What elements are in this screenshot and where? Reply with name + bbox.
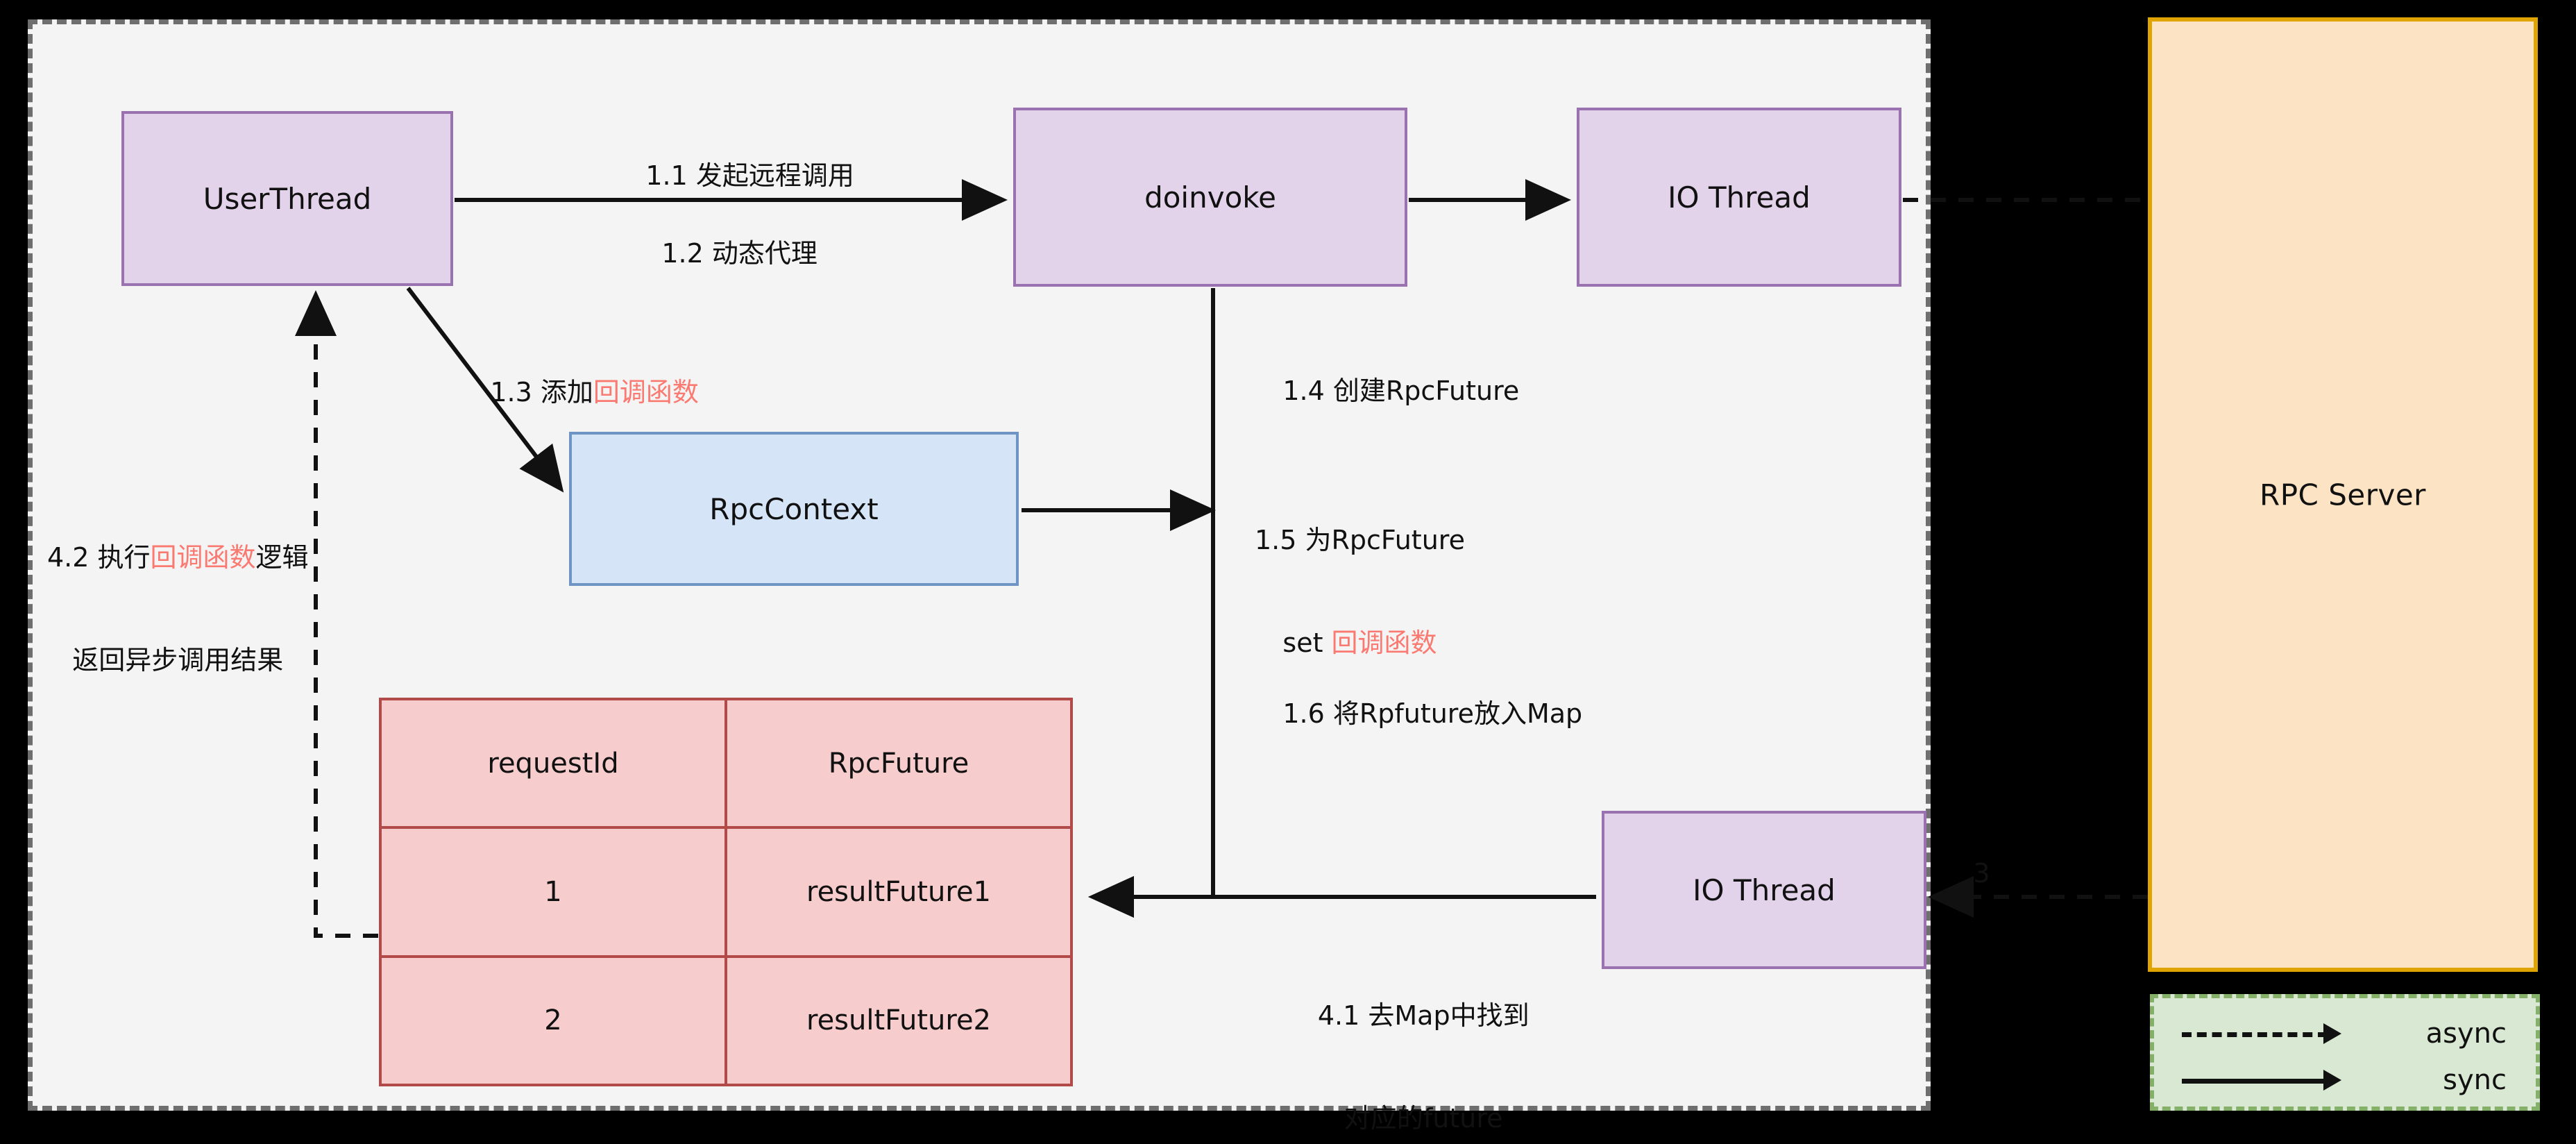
node-rpc-server[interactable]: RPC Server <box>2148 17 2538 972</box>
label-step-1-1: 1.1 发起远程调用 <box>612 125 854 228</box>
label-step-3-text: 3 <box>1973 858 1990 889</box>
label-step-1-2-text: 1.2 动态代理 <box>661 238 817 269</box>
dashed-arrow-icon <box>2182 1023 2341 1044</box>
label-step-1-5-line2: set 回调函数 <box>1255 626 1465 660</box>
node-iothread-top[interactable]: IO Thread <box>1577 108 1901 287</box>
label-step-4-1-line1: 4.1 去Map中找到 <box>1317 1000 1530 1031</box>
node-rpccontext-label: RpcContext <box>709 491 879 526</box>
label-step-4-2-line1-highlight: 回调函数 <box>150 541 256 573</box>
table-cell-requestid-2: 2 <box>379 954 727 1087</box>
node-iothread-bottom-label: IO Thread <box>1693 873 1836 907</box>
label-step-1-4-text: 1.4 创建RpcFuture <box>1282 376 1520 407</box>
label-step-4-2-line1-a: 4.2 执行 <box>47 541 151 573</box>
node-doinvoke[interactable]: doinvoke <box>1013 108 1407 287</box>
node-doinvoke-label: doinvoke <box>1144 180 1276 214</box>
label-step-1-6: 1.6 将Rpfuture放入Map <box>1249 663 1582 766</box>
label-step-1-5-line2-highlight: 回调函数 <box>1331 627 1437 658</box>
label-step-1-5: 1.5 为RpcFuture set 回调函数 <box>1255 455 1465 729</box>
node-rpccontext[interactable]: RpcContext <box>569 432 1019 586</box>
table-row: 2 resultFuture2 <box>379 954 1073 1087</box>
request-future-map-table: requestId RpcFuture 1 resultFuture1 2 re… <box>379 697 1073 1087</box>
label-step-1-5-line1: 1.5 为RpcFuture <box>1255 524 1465 555</box>
table-header-rpcfuture: RpcFuture <box>724 697 1073 830</box>
label-step-1-3-prefix: 1.3 添加 <box>490 377 593 408</box>
label-step-1-6-text: 1.6 将Rpfuture放入Map <box>1282 698 1583 730</box>
label-step-4-1: 4.1 去Map中找到 对应的future 调用future.complete(… <box>1221 930 1625 1144</box>
legend-sync-label: sync <box>2443 1064 2507 1096</box>
label-step-1-3-highlight: 回调函数 <box>593 377 699 408</box>
legend-async-label: async <box>2425 1018 2507 1050</box>
table-header-row: requestId RpcFuture <box>379 697 1073 830</box>
label-step-4-1-line2: 对应的future <box>1344 1102 1503 1134</box>
legend-row-sync: sync <box>2182 1064 2516 1096</box>
label-step-1-2: 1.2 动态代理 <box>628 203 817 305</box>
label-step-1-5-line2-prefix: set <box>1282 627 1332 658</box>
solid-arrow-icon <box>2182 1070 2341 1091</box>
label-step-4-2-line1-b: 逻辑 <box>255 541 309 573</box>
table-cell-future-1: resultFuture1 <box>724 826 1073 958</box>
label-step-4-2-line2: 返回异步调用结果 <box>72 644 284 675</box>
table-header-requestid: requestId <box>379 697 727 830</box>
table-cell-requestid-1: 1 <box>379 826 727 958</box>
node-rpc-server-label: RPC Server <box>2260 478 2426 512</box>
label-step-1-1-text: 1.1 发起远程调用 <box>645 160 854 192</box>
legend: async sync <box>2150 994 2540 1111</box>
label-step-1-3: 1.3 添加回调函数 <box>457 342 699 444</box>
label-step-4-2-line1: 4.2 执行回调函数逻辑 <box>47 541 309 575</box>
label-step-3: 3 <box>1940 823 1990 925</box>
table-cell-future-2: resultFuture2 <box>724 954 1073 1087</box>
node-userthread[interactable]: UserThread <box>121 111 453 286</box>
node-iothread-top-label: IO Thread <box>1668 180 1811 214</box>
table-row: 1 resultFuture1 <box>379 826 1073 958</box>
node-userthread-label: UserThread <box>203 181 372 216</box>
legend-row-async: async <box>2182 1018 2516 1050</box>
label-step-1-4: 1.4 创建RpcFuture <box>1249 340 1519 443</box>
node-iothread-bottom[interactable]: IO Thread <box>1602 811 1926 969</box>
label-step-4-2: 4.2 执行回调函数逻辑 返回异步调用结果 <box>47 472 309 746</box>
